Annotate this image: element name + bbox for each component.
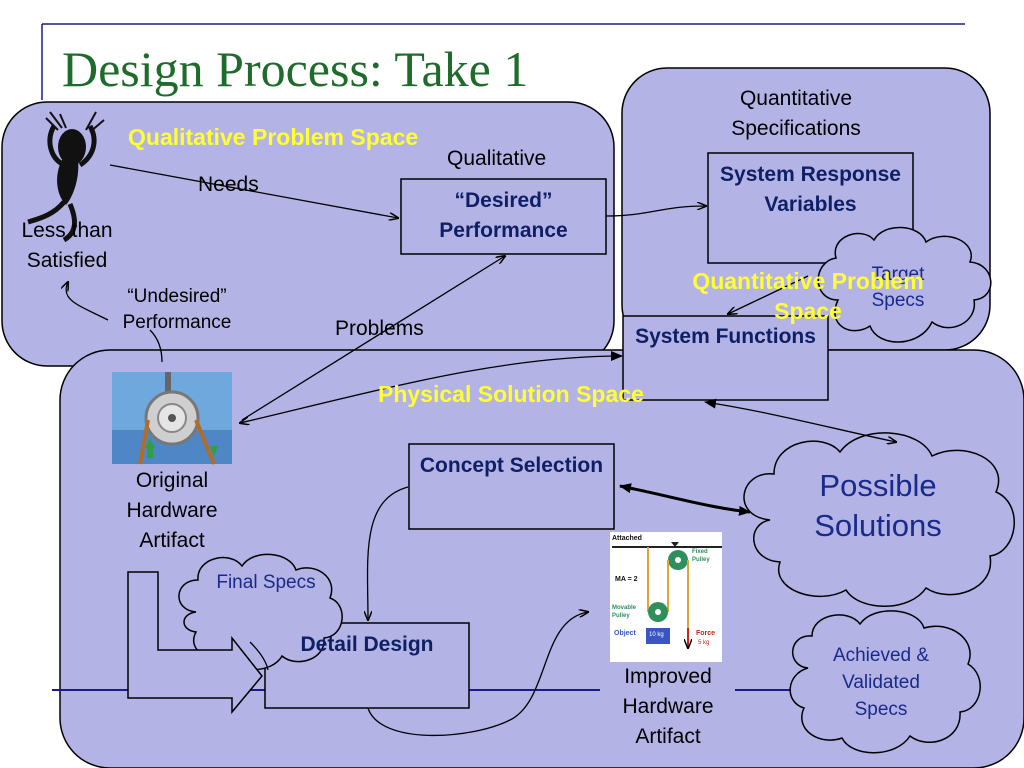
possible-solutions-cloud: [743, 432, 1015, 607]
final-specs-link: [249, 641, 269, 671]
functions-to-artifact-arrow: [240, 356, 622, 423]
target-specs-cloud: [817, 226, 992, 343]
quantitative-specifications-label: Quantitative Specifications: [731, 87, 861, 140]
frustrated-figure-icon: [27, 111, 105, 243]
pulley-attached-label: Attached: [612, 535, 642, 542]
desired-performance-box: [400, 178, 607, 255]
possible-solutions-text: Possible Solutions: [814, 468, 942, 543]
target-specs-text: Target Specs: [871, 264, 925, 311]
pulley-object-label: Object: [614, 630, 636, 637]
wide-hollow-arrow: [127, 571, 263, 715]
desired-to-response-arrow: [605, 206, 706, 217]
pulley-ma-label: MA = 2: [615, 576, 638, 583]
needs-arrow: [109, 164, 398, 218]
system-response-variables-text: System Response Variables: [720, 163, 901, 216]
pulley-movable-label: Movable Pulley: [612, 605, 637, 619]
less-than-satisfied-label: Less than Satisfied: [21, 219, 113, 272]
pulley-force-value: 5 kg: [698, 640, 710, 646]
pulley-mass-label: 10 kg: [649, 632, 664, 638]
pulley-fixed-label: Fixed Pulley: [692, 549, 710, 563]
detail-to-improved-arrow: [367, 612, 588, 737]
pulley-force-label: Force: [696, 630, 716, 637]
problems-label: Problems: [335, 317, 424, 340]
final-specs-text: Final Specs: [216, 572, 316, 593]
achieved-validated-specs-text: Achieved & Validated Specs: [832, 645, 930, 720]
concept-to-solutions-arrow: [619, 483, 751, 516]
system-functions-text: System Functions: [635, 325, 816, 348]
concept-to-detail-arrow: [368, 486, 409, 620]
qualitative-problem-space-label: Qualitative Problem Space: [128, 124, 419, 150]
undesired-arrow: [66, 282, 109, 321]
original-hardware-artifact-label: Original Hardware Artifact: [126, 469, 218, 552]
qualitative-label: Qualitative: [447, 147, 547, 170]
quantitative-problem-space-label: Quantitative Problem Space: [692, 268, 924, 324]
concept-selection-box: [408, 443, 615, 530]
desired-performance-text: “Desired” Performance: [439, 189, 568, 242]
response-to-functions-arrow: [728, 275, 809, 314]
physical-solution-space-label: Physical Solution Space: [378, 381, 644, 407]
undesired-performance-label: “Undesired” Performance: [122, 286, 232, 333]
functions-to-solutions-arrow: [705, 402, 896, 442]
concept-selection-text: Concept Selection: [419, 454, 604, 477]
slide-title: Design Process: Take 1: [62, 41, 529, 97]
needs-label: Needs: [198, 173, 259, 196]
improved-pulley-diagram: [610, 532, 722, 662]
improved-hardware-artifact-label: Improved Hardware Artifact: [622, 665, 714, 748]
system-functions-box: [622, 315, 829, 401]
original-pulley-image: [112, 372, 232, 465]
detail-design-text: Detail Design: [300, 633, 434, 656]
undesired-link: [149, 329, 163, 363]
achieved-validated-specs-cloud: [789, 610, 981, 754]
